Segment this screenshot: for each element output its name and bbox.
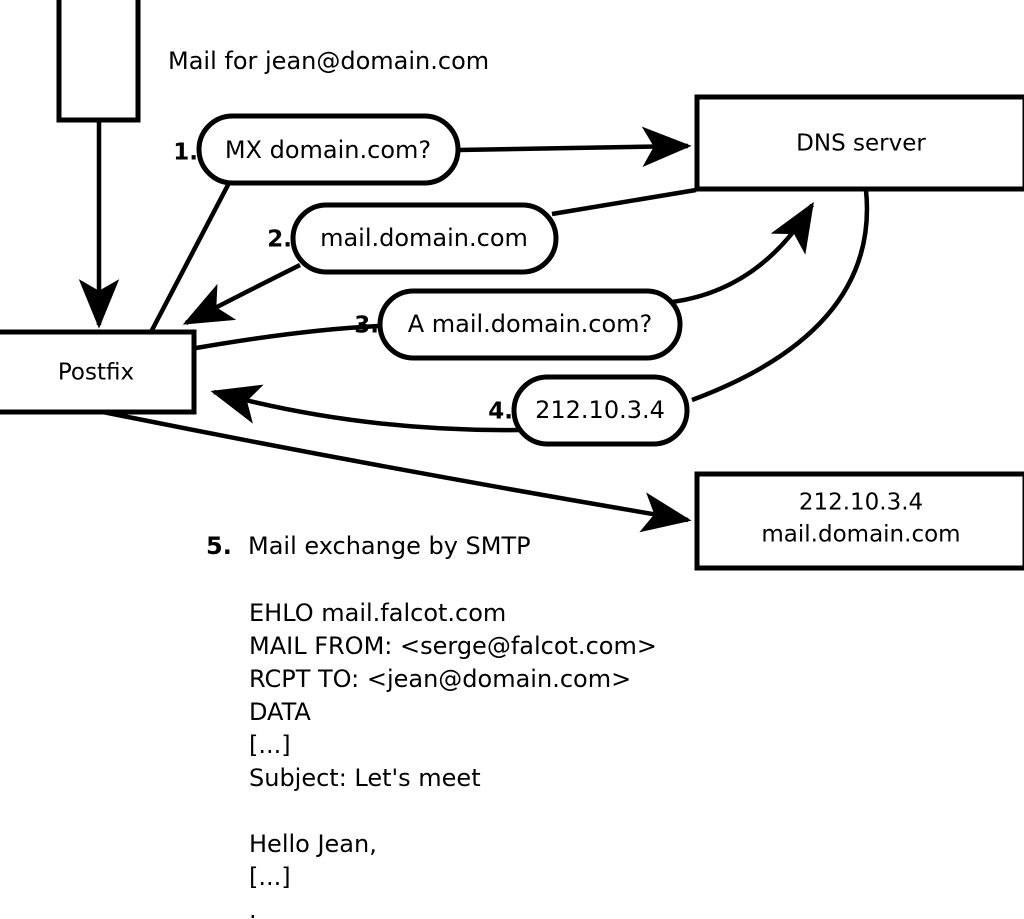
- node-postfix[interactable]: [0, 329, 197, 415]
- bubble-step-3[interactable]: [377, 288, 683, 361]
- step-5-label: Mail exchange by SMTP: [248, 532, 531, 560]
- transcript-line: DATA: [249, 698, 311, 726]
- transcript-line: Hello Jean,: [249, 830, 377, 858]
- edge-query1-to-dns: [457, 126, 692, 168]
- bubble-step-3-label: A mail.domain.com?: [408, 310, 653, 338]
- transcript-line: .: [249, 896, 257, 919]
- edge-answer2-to-postfix: [182, 262, 302, 325]
- edge-postfix-to-query1: [149, 181, 231, 334]
- step-number-2: 2.: [267, 227, 292, 253]
- bubble-step-1-label: MX domain.com?: [225, 136, 431, 164]
- transcript-line: RCPT TO: <jean@domain.com>: [249, 665, 631, 693]
- edge-answer4-to-postfix: [210, 384, 521, 433]
- step-number-4: 4.: [488, 399, 513, 425]
- transcript-line: MAIL FROM: <serge@falcot.com>: [249, 632, 657, 660]
- transcript-line: Subject: Let's meet: [249, 764, 481, 792]
- edge-dns-to-answer4: [691, 189, 870, 403]
- node-dns-server[interactable]: [694, 94, 1024, 192]
- step-number-1: 1.: [173, 140, 198, 166]
- bubble-step-4[interactable]: [511, 374, 690, 447]
- node-remote-mail-server-line1: 212.10.3.4: [799, 490, 923, 516]
- diagram-title: Mail for jean@domain.com: [168, 47, 489, 75]
- edge-postfix-to-remote-smtp: [102, 409, 692, 533]
- node-sender-client[interactable]: [56, 0, 141, 123]
- step-number-3: 3.: [354, 313, 379, 339]
- smtp-transcript: EHLO mail.falcot.com MAIL FROM: <serge@f…: [249, 599, 657, 919]
- node-remote-mail-server-line2: mail.domain.com: [761, 522, 960, 548]
- edge-query3-to-dns: [671, 201, 814, 305]
- node-dns-server-label: DNS server: [796, 131, 926, 157]
- bubble-step-4-label: 212.10.3.4: [535, 396, 665, 424]
- edge-dns-to-answer2: [551, 187, 697, 217]
- bubble-step-1[interactable]: [196, 113, 461, 186]
- edge-postfix-to-query3: [195, 323, 379, 351]
- transcript-line: EHLO mail.falcot.com: [249, 599, 506, 627]
- transcript-line: [...]: [249, 863, 291, 891]
- step-number-5: 5.: [206, 532, 232, 560]
- node-postfix-label: Postfix: [58, 360, 134, 386]
- transcript-line: [...]: [249, 731, 291, 759]
- bubble-step-2[interactable]: [290, 202, 559, 275]
- node-remote-mail-server[interactable]: [694, 471, 1024, 571]
- bubble-step-2-label: mail.domain.com: [320, 224, 528, 252]
